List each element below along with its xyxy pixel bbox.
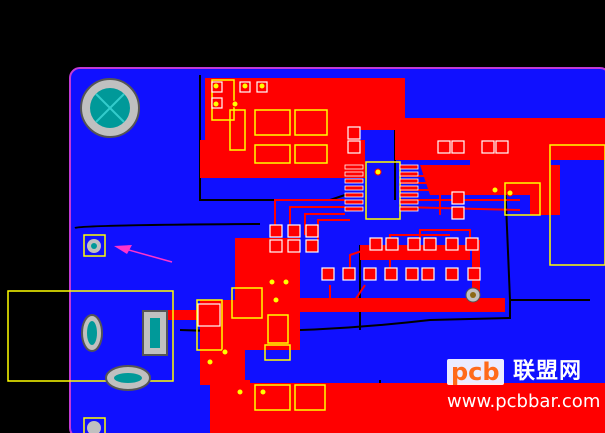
ic-pins bbox=[344, 164, 419, 212]
watermark-brand: 联盟网 bbox=[513, 359, 583, 384]
mounting-hole-icon[interactable] bbox=[80, 78, 140, 138]
through-hole-pads[interactable] bbox=[81, 234, 481, 433]
silkscreen bbox=[7, 79, 605, 411]
vias bbox=[206, 82, 514, 396]
smd-pads[interactable] bbox=[197, 81, 509, 327]
watermark-logo: pcb bbox=[447, 359, 504, 385]
watermark: pcb 联盟网 www.pcbbar.com bbox=[447, 359, 601, 419]
arrow-icon bbox=[114, 245, 173, 263]
copper-pours bbox=[168, 78, 605, 433]
watermark-url: www.pcbbar.com bbox=[447, 391, 601, 412]
